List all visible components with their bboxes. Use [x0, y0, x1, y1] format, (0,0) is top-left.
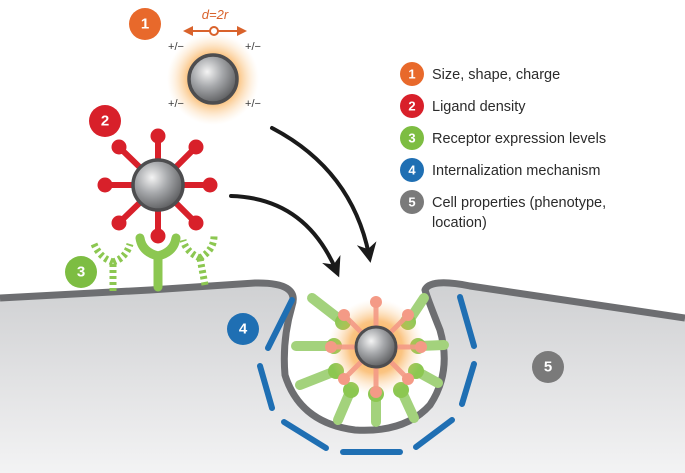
svg-text:1: 1 — [408, 67, 415, 82]
svg-text:4: 4 — [408, 163, 416, 178]
svg-text:2: 2 — [408, 99, 415, 114]
charged-nanoparticle: +/− +/− +/− +/− — [167, 33, 261, 125]
legend-label: Receptor expression levels — [432, 131, 606, 147]
charge-symbol: +/− — [168, 98, 184, 110]
svg-text:2: 2 — [101, 113, 109, 130]
charge-symbol: +/− — [245, 98, 261, 110]
coat-segment — [413, 417, 455, 450]
coat-segment — [257, 363, 275, 411]
badge-5: 5 — [532, 351, 564, 383]
coat-segment — [281, 419, 329, 451]
coat-segment — [459, 361, 477, 407]
internalized-nanoparticle — [325, 296, 427, 398]
legend-item-ligand-density: 2 Ligand density — [400, 94, 526, 118]
legend-item-cell-properties: 5 Cell properties (phenotype, location) — [400, 190, 606, 231]
arrow-to-pit-left — [229, 194, 341, 278]
legend-item-size-shape-charge: 1 Size, shape, charge — [400, 62, 560, 86]
legend-label: location) — [432, 215, 487, 231]
svg-text:4: 4 — [239, 321, 248, 338]
coat-proteins — [257, 294, 477, 455]
receptor-solid — [135, 233, 181, 292]
svg-text:1: 1 — [141, 16, 149, 33]
badge-4: 4 — [227, 313, 259, 345]
size-label: d=2r — [202, 7, 229, 22]
coat-segment — [265, 297, 295, 351]
process-arrows — [229, 126, 377, 278]
svg-text:3: 3 — [408, 131, 415, 146]
charge-symbol: +/− — [245, 41, 261, 53]
svg-text:3: 3 — [77, 264, 85, 281]
badge-2: 2 — [89, 105, 121, 137]
legend-label: Cell properties (phenotype, — [432, 195, 606, 211]
legend: 1 Size, shape, charge 2 Ligand density 3… — [400, 62, 606, 231]
legend-label: Size, shape, charge — [432, 67, 560, 83]
coat-segment — [457, 294, 477, 349]
surface-receptors — [90, 233, 218, 292]
legend-item-internalization-mechanism: 4 Internalization mechanism — [400, 158, 600, 182]
size-indicator: d=2r — [183, 7, 247, 36]
legend-label: Internalization mechanism — [432, 163, 600, 179]
svg-text:5: 5 — [408, 195, 415, 210]
legend-label: Ligand density — [432, 99, 526, 115]
badge-3: 3 — [65, 256, 97, 288]
ligand-nanoparticle — [97, 128, 218, 244]
receptor-dashed-right — [179, 235, 218, 286]
figure-badges: 1 2 3 4 5 — [65, 8, 564, 383]
legend-item-receptor-expression: 3 Receptor expression levels — [400, 126, 606, 150]
receptor-dashed-left — [90, 242, 134, 291]
charge-symbol: +/− — [168, 41, 184, 53]
arrow-to-pit-right — [270, 126, 377, 263]
cell-body — [0, 282, 685, 473]
badge-1: 1 — [129, 8, 161, 40]
svg-text:5: 5 — [544, 359, 552, 376]
